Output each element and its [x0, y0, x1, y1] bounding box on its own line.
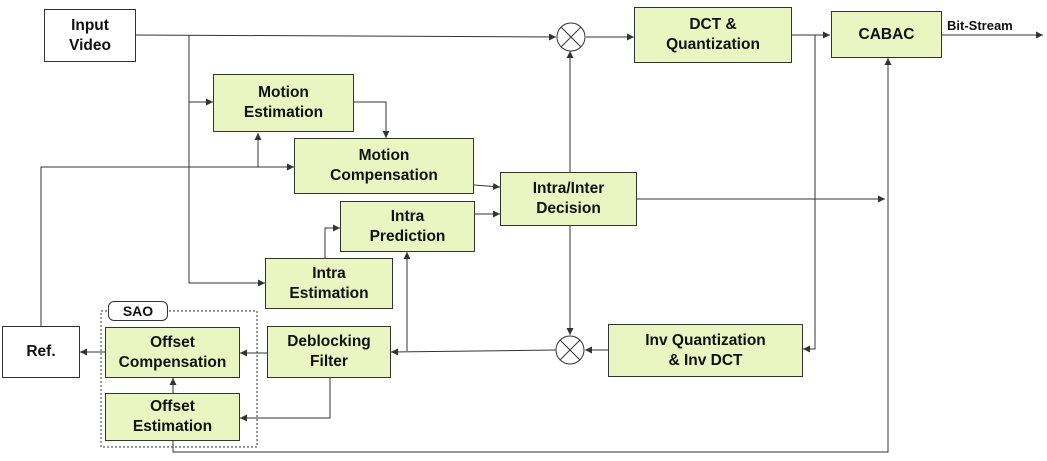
intra-inter-decision-block: Intra/Inter Decision [500, 172, 637, 226]
intra-est-to-pred-line [324, 224, 340, 258]
dct-quantization-block: DCT & Quantization [634, 7, 792, 63]
inv-quant-line1: Inv Quantization [645, 331, 766, 349]
offset-compensation-block: Offset Compensation [105, 327, 240, 378]
input-video-line1: Input [71, 16, 109, 34]
ref-block: Ref. [2, 326, 80, 378]
adder-to-deblocking-line [390, 348, 557, 356]
intra-inter-line1: Intra/Inter [532, 180, 605, 197]
motion-comp-line2: Compensation [330, 167, 438, 184]
inv-quantization-block: Inv Quantization & Inv DCT [608, 324, 803, 377]
intra-prediction-block: Intra Prediction [340, 201, 475, 252]
offset-est-line1: Offset [150, 398, 195, 415]
intra-est-line1: Intra [312, 264, 346, 282]
input-branch-to-intra-estimation [188, 102, 265, 287]
dct-quant-line1: DCT & [689, 16, 737, 33]
deblocking-to-offset-est-line [240, 378, 331, 422]
input-branch-to-motion-estimation [188, 35, 213, 106]
sao-label: SAO [108, 301, 168, 321]
intra-pred-line2: Prediction [369, 227, 446, 245]
ref-to-motion-comp-line [40, 163, 294, 326]
motion-est-line2: Estimation [243, 104, 324, 121]
input-to-subtractor-line [135, 33, 557, 41]
subtractor-circle [556, 22, 586, 52]
motion-est-to-comp-line [354, 101, 390, 138]
dct-quant-line2: Quantization [666, 36, 760, 53]
offset-estimation-block: Offset Estimation [105, 393, 240, 441]
intra-estimation-block: Intra Estimation [265, 258, 393, 309]
offset-comp-line1: Offset [150, 333, 195, 351]
cabac-label: CABAC [858, 25, 915, 43]
bitstream-label: Bit-Stream [947, 18, 1013, 33]
inv-quant-line2: & Inv DCT [668, 351, 743, 369]
deblocking-line2: Filter [310, 353, 348, 370]
deblocking-filter-block: Deblocking Filter [267, 326, 391, 378]
intra-est-line2: Estimation [289, 284, 369, 302]
motion-compensation-block: Motion Compensation [294, 138, 474, 194]
offset-comp-line2: Compensation [118, 353, 227, 371]
cabac-block: CABAC [831, 11, 942, 58]
dct-to-invquant-line [803, 35, 816, 353]
deblocking-line1: Deblocking [287, 333, 371, 350]
motion-est-line1: Motion [258, 84, 309, 101]
sao-label-text: SAO [122, 303, 154, 319]
sao-group-box [100, 310, 258, 448]
offset-est-line2: Estimation [132, 418, 213, 435]
motion-comp-to-decision-line [473, 182, 501, 190]
motion-comp-line1: Motion [358, 147, 410, 164]
intra-inter-line2: Decision [536, 200, 601, 217]
adder-circle [555, 335, 585, 365]
input-video-line2: Video [69, 36, 111, 54]
input-video-block: Input Video [44, 9, 136, 62]
intra-pred-line1: Intra [390, 207, 425, 225]
ref-label: Ref. [26, 343, 56, 360]
motion-estimation-block: Motion Estimation [213, 74, 354, 132]
